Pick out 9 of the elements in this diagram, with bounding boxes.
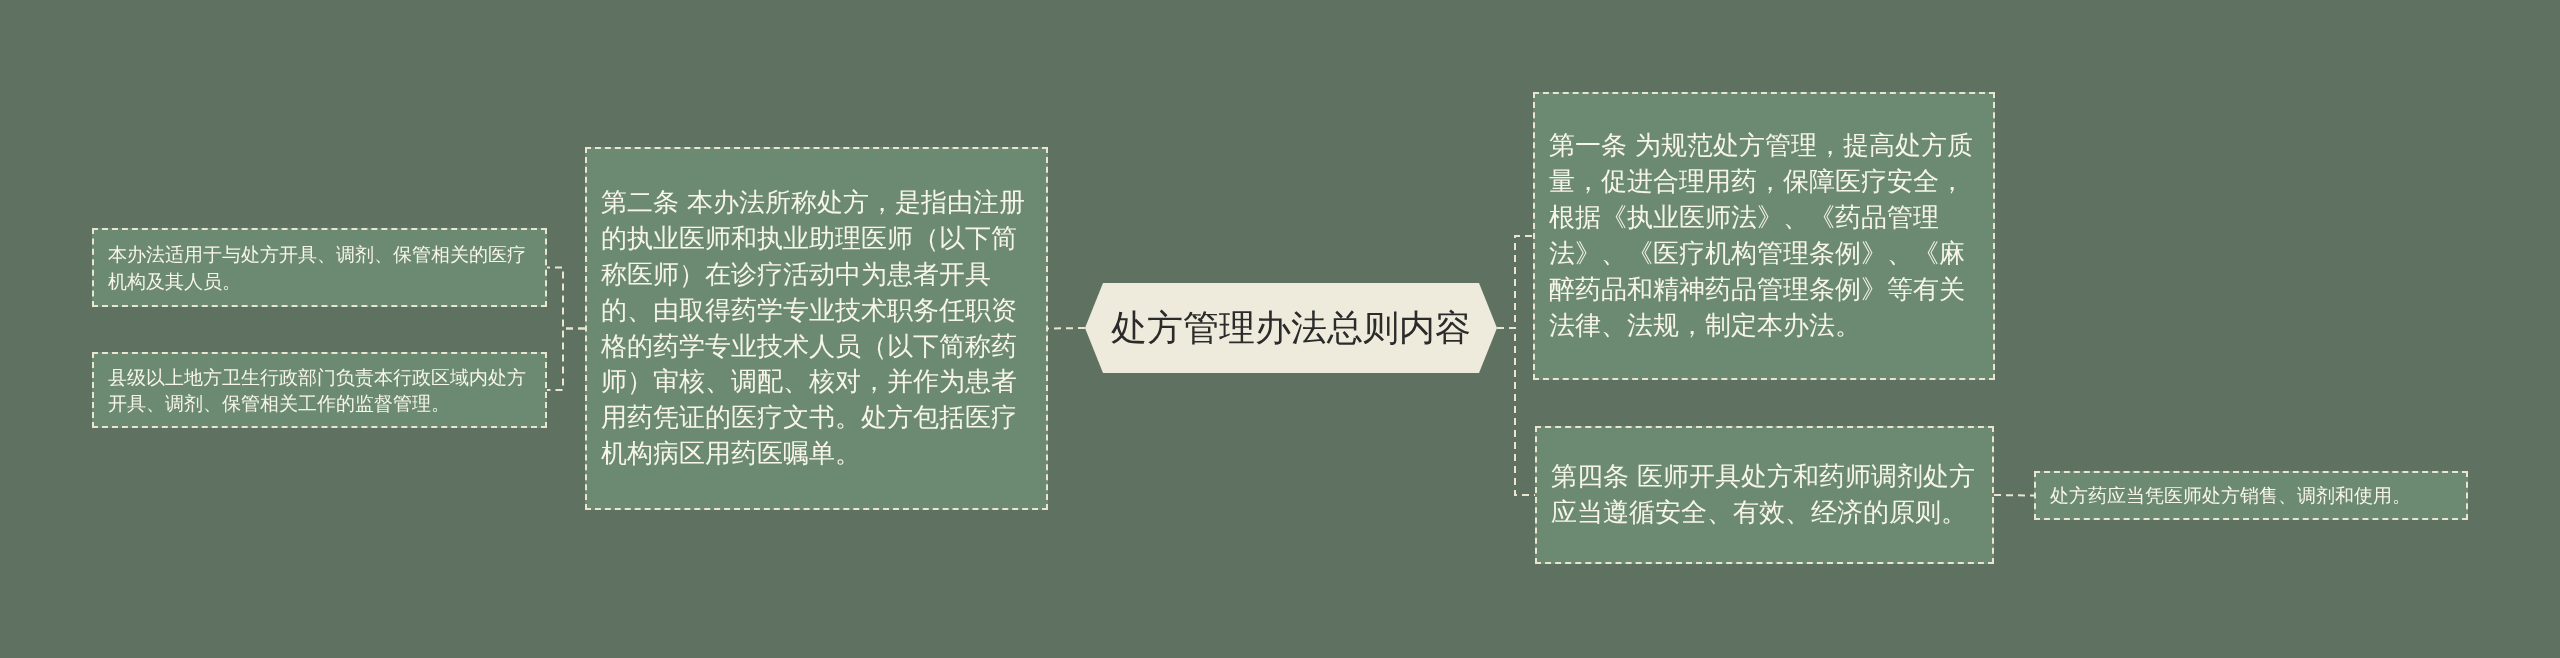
connector-line: [1993, 494, 2035, 497]
note-box: 第四条 医师开具处方和药师调剂处方应当遵循安全、有效、经济的原则。: [1535, 426, 1994, 564]
note-box: 第二条 本办法所称处方，是指由注册的执业医师和执业助理医师（以下简称医师）在诊疗活动中为患者开具的、由取得药学专业技术职务任职资格的药学专业技术人员（以下简称药师）审核、调配、核对，并作为患者用药凭证的医疗文书。处方包括医疗机构病区用药医嘱单。: [585, 147, 1048, 510]
note-box: 本办法适用于与处方开具、调剂、保管相关的医疗机构及其人员。: [92, 228, 547, 307]
note-box: 处方药应当凭医师处方销售、调剂和使用。: [2034, 471, 2468, 520]
connector-line: [546, 327, 586, 391]
topic-title: 处方管理办法总则内容: [1111, 305, 1471, 350]
note-box: 第一条 为规范处方管理，提高处方质量，促进合理用药，保障医疗安全，根据《执业医师法》、《药品管理法》、《医疗机构管理条例》、《麻醉药品和精神药品管理条例》等有关法律、法规，制定本办法。: [1533, 92, 1995, 380]
note-box: 县级以上地方卫生行政部门负责本行政区域内处方开具、调剂、保管相关工作的监督管理。: [92, 352, 547, 428]
